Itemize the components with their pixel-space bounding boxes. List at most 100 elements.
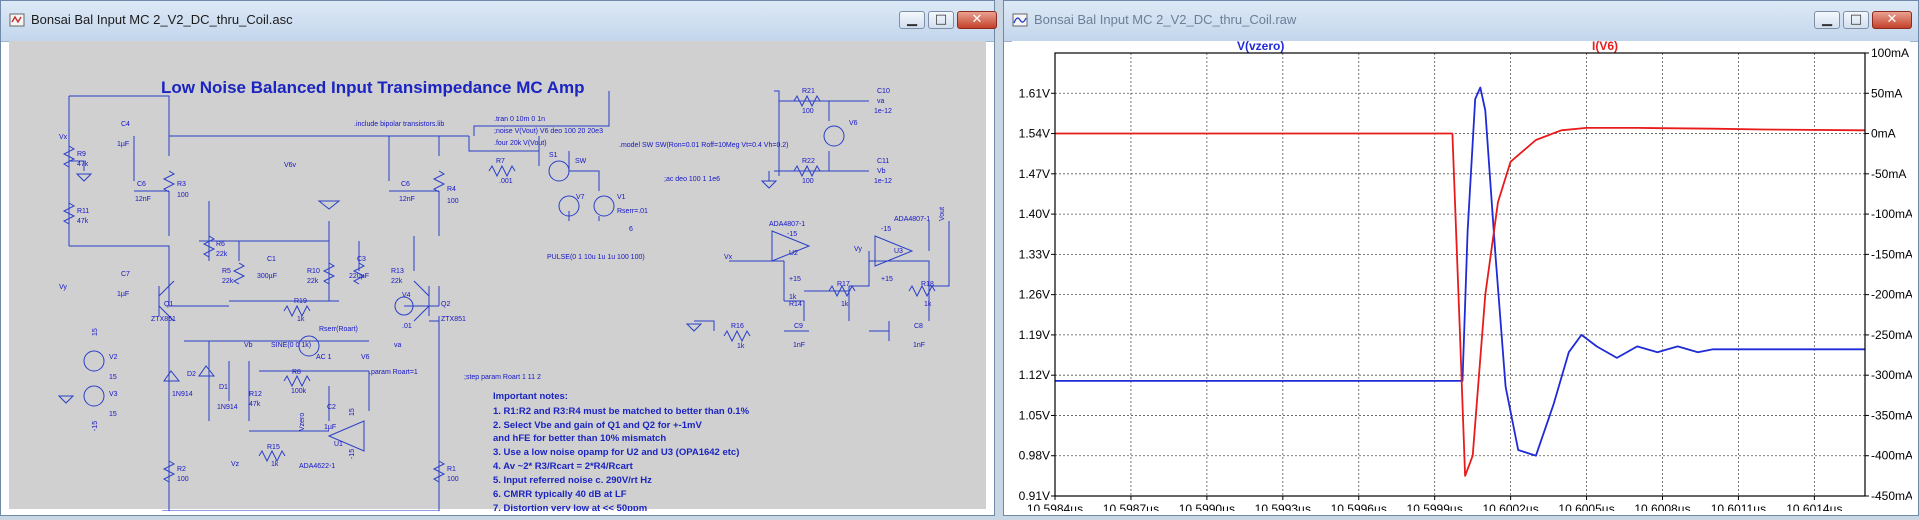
waveform-plot[interactable]: V(vzero) I(V6) 0.91V0.98V1.05V1.12V1.19V… <box>1012 39 1913 516</box>
r6-value: 22k <box>216 251 228 258</box>
c9-value: 1nF <box>793 342 805 349</box>
r7-name: R7 <box>496 158 505 165</box>
net-vb-right: Vb <box>877 168 886 175</box>
schematic-window: Bonsai Bal Input MC 2_V2_DC_thru_Coil.as… <box>0 0 997 516</box>
y-left-tick-label: 1.26V <box>1019 288 1050 302</box>
minimize-icon: ▁ <box>907 12 917 27</box>
d2-name: D2 <box>187 371 196 378</box>
sine-label: SINE(0 0 1k) <box>271 342 311 349</box>
c1-name: C1 <box>267 256 276 263</box>
directive-step: ;step param Roart 1 11 2 <box>464 374 541 381</box>
close-icon: ✕ <box>1886 12 1898 27</box>
y-right-tick-label: -400mA <box>1871 449 1912 463</box>
minimize-button[interactable]: ▁ <box>1814 11 1840 29</box>
resistor-symbols <box>62 94 936 483</box>
c6b-value: 12nF <box>399 196 415 203</box>
schematic-drawing[interactable]: Low Noise Balanced Input Transimpedance … <box>9 41 988 514</box>
c1-value: 300µF <box>257 273 277 280</box>
c8-value: 1nF <box>913 342 925 349</box>
r14-value: 1k <box>789 294 797 301</box>
u1-value: ADA4622-1 <box>299 463 335 470</box>
schematic-canvas[interactable]: Low Noise Balanced Input Transimpedance … <box>9 41 988 514</box>
waveform-titlebar[interactable]: Bonsai Bal Input MC 2_V2_DC_thru_Coil.ra… <box>1004 1 1918 42</box>
component-symbols <box>83 125 914 452</box>
c9-name: C9 <box>794 323 803 330</box>
v8-name: V6 <box>361 354 370 361</box>
minimize-button[interactable]: ▁ <box>899 11 925 29</box>
maximize-icon: □ <box>934 12 948 27</box>
net-vy-opamp: Vy <box>854 246 862 253</box>
ac1-label: AC 1 <box>316 354 332 361</box>
v2-name: V2 <box>109 354 118 361</box>
rserr-label: Rserr=.01 <box>617 208 648 215</box>
note-4: 4. Av ~2* R3/Rcart = 2*R4/Rcart <box>493 461 634 472</box>
r16-value: 1k <box>737 343 745 350</box>
y-right-tick-label: 0mA <box>1871 127 1896 141</box>
r10-value: 22k <box>307 278 319 285</box>
v4-name: V4 <box>402 292 411 299</box>
plot-grid <box>1055 53 1865 496</box>
schematic-titlebar[interactable]: Bonsai Bal Input MC 2_V2_DC_thru_Coil.as… <box>1 1 997 42</box>
legend-v-vzero[interactable]: V(vzero) <box>1237 39 1284 53</box>
trace-i-v6[interactable] <box>1055 127 1866 477</box>
r8-value: 100k <box>291 388 307 395</box>
c8-name: C8 <box>914 323 923 330</box>
r12-name: R12 <box>249 391 262 398</box>
right-axis-ticks: 100mA50mA0mA-50mA-100mA-150mA-200mA-250m… <box>1865 46 1913 503</box>
v4-value: .01 <box>402 323 412 330</box>
directive-four: .four 20k V(Vout) <box>494 140 547 147</box>
x-tick-label: 10.6008µs <box>1634 502 1690 511</box>
r4-name: R4 <box>447 186 456 193</box>
r15-name: R15 <box>267 444 280 451</box>
c11-value: 1e-12 <box>874 178 892 185</box>
u2-value: ADA4807-1 <box>769 221 805 228</box>
y-right-tick-label: -350mA <box>1871 408 1912 422</box>
minimize-icon: ▁ <box>1822 12 1832 27</box>
y-left-tick-label: 0.91V <box>1019 489 1050 503</box>
r8-name: R8 <box>292 369 301 376</box>
v3-value: 15 <box>109 411 117 418</box>
c11-name: C11 <box>877 158 889 165</box>
trace-v-vzero[interactable] <box>1055 86 1865 457</box>
c10-value: 1e-12 <box>874 108 892 115</box>
r16-name: R16 <box>731 323 744 330</box>
r5-value: 22k <box>222 278 234 285</box>
y-left-tick-label: 1.05V <box>1019 408 1050 422</box>
close-button[interactable]: ✕ <box>957 11 997 29</box>
r22-value: 100 <box>802 178 814 185</box>
r21-value: 100 <box>802 108 814 115</box>
maximize-button[interactable]: □ <box>1843 11 1869 29</box>
u2-name: U2 <box>789 250 798 257</box>
note-2b: and hFE for better than 10% mismatch <box>493 433 666 444</box>
r2-value: 100 <box>177 476 189 483</box>
directive-ac: ;ac deo 100 1 1e6 <box>664 176 720 183</box>
r11-value: 47k <box>77 218 89 225</box>
close-icon: ✕ <box>971 12 983 27</box>
ltspice-schematic-icon <box>9 13 25 27</box>
u3-name: U3 <box>894 248 903 255</box>
rsource-label: Rserr(Roart) <box>319 326 358 333</box>
directive-param: .param Roart=1 <box>369 369 418 376</box>
r10-name: R10 <box>307 268 320 275</box>
r1-value: 100 <box>447 476 459 483</box>
c3-value: 220µF <box>349 273 369 280</box>
v2-value: 15 <box>109 374 117 381</box>
net-vout: Vout <box>939 207 946 221</box>
schematic-title: Low Noise Balanced Input Transimpedance … <box>161 78 585 97</box>
r22-name: R22 <box>802 158 815 165</box>
y-right-tick-label: -100mA <box>1871 207 1912 221</box>
note-2: 2. Select Vbe and gain of Q1 and Q2 for … <box>493 420 702 431</box>
q1-name: Q1 <box>164 301 173 308</box>
net-v6v: V6v <box>284 162 297 169</box>
legend-i-v6[interactable]: I(V6) <box>1592 39 1618 53</box>
maximize-button[interactable]: □ <box>928 11 954 29</box>
net-vz: Vz <box>231 461 240 468</box>
net-vzero: Vzero <box>299 413 306 431</box>
close-button[interactable]: ✕ <box>1872 11 1912 29</box>
r5-name: R5 <box>222 268 231 275</box>
q2-value: ZTX851 <box>441 316 466 323</box>
d1-name: D1 <box>219 384 228 391</box>
c2-name: C2 <box>327 404 336 411</box>
